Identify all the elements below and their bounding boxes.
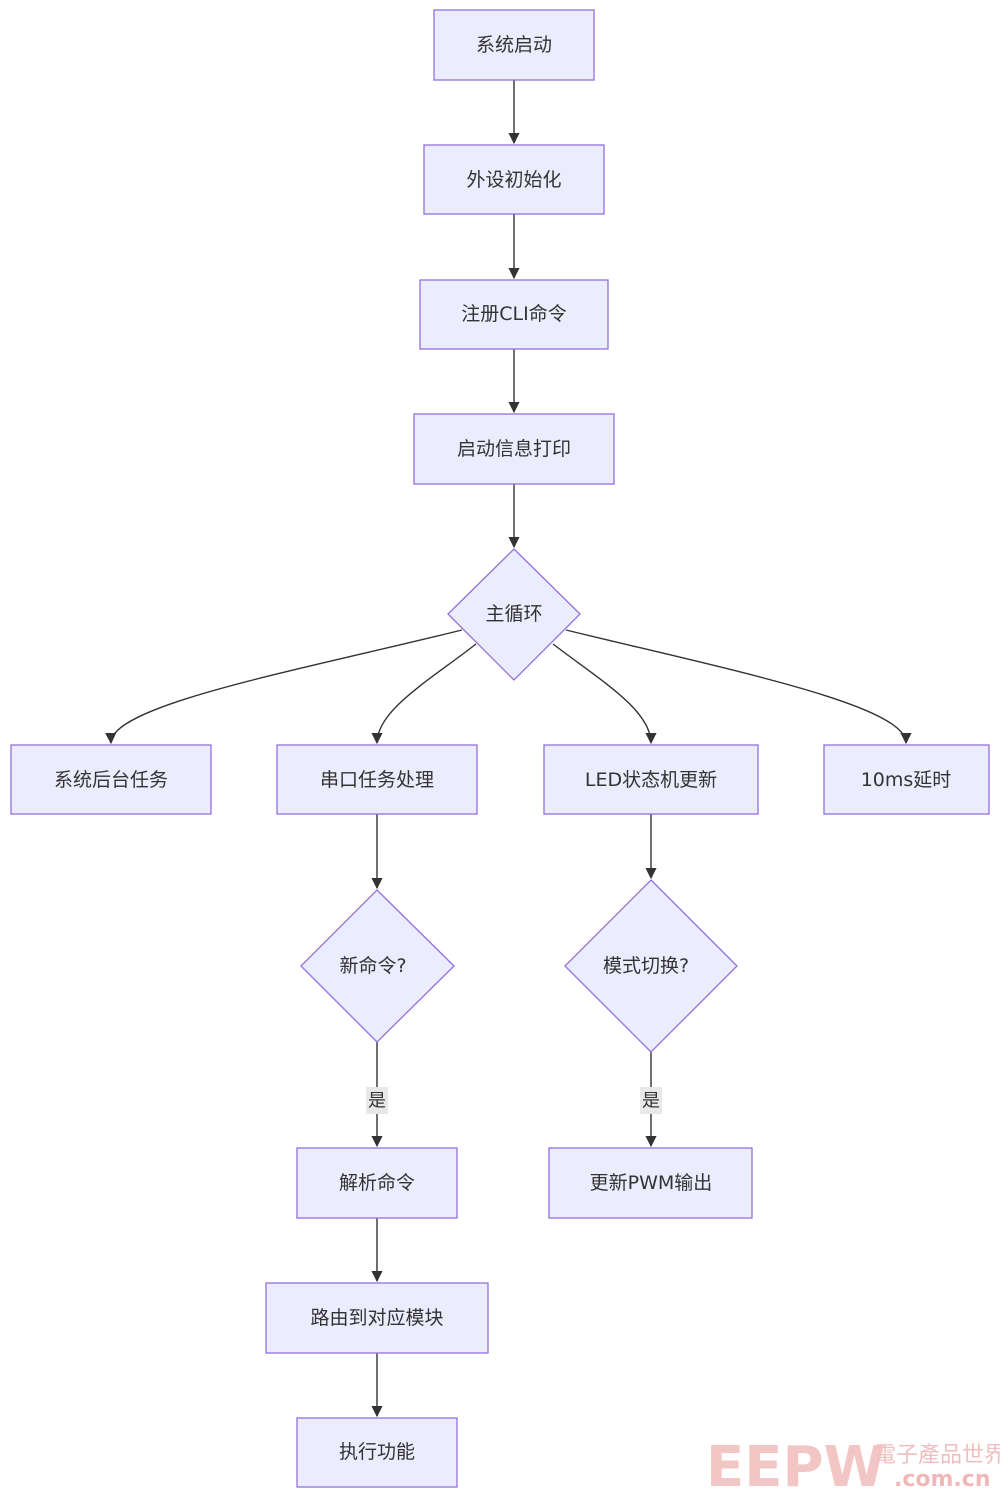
svg-text:启动信息打印: 启动信息打印 <box>457 438 571 460</box>
svg-text:新命令?: 新命令? <box>339 955 406 977</box>
edge-loop-delay <box>565 629 912 745</box>
svg-text:EEPW: EEPW <box>706 1435 885 1498</box>
edge-label-mode-switch-yes: 是 <box>640 1087 662 1114</box>
node-register: 注册CLI命令 <box>419 279 609 350</box>
node-uart: 串口任务处理 <box>276 744 478 815</box>
node-parse: 解析命令 <box>296 1147 458 1219</box>
svg-text:路由到对应模块: 路由到对应模块 <box>310 1307 443 1329</box>
svg-text:電子產品世界: 電子產品世界 <box>874 1443 1000 1468</box>
svg-text:解析命令: 解析命令 <box>339 1172 415 1194</box>
edge-label-new-cmd-yes: 是 <box>366 1087 388 1114</box>
node-route: 路由到对应模块 <box>265 1282 489 1354</box>
edge-loop-led <box>552 643 657 745</box>
eepw-watermark-logo: EEPW 電子產品世界 .com.cn <box>706 1435 1000 1498</box>
node-led: LED状态机更新 <box>543 744 759 815</box>
svg-text:系统后台任务: 系统后台任务 <box>54 769 168 791</box>
node-background: 系统后台任务 <box>10 744 212 815</box>
decision-main-loop: 主循环 <box>447 548 581 681</box>
svg-text:LED状态机更新: LED状态机更新 <box>585 769 717 791</box>
svg-text:10ms延时: 10ms延时 <box>861 769 952 791</box>
svg-text:是: 是 <box>368 1091 386 1112</box>
node-banner: 启动信息打印 <box>413 413 615 485</box>
node-pwm: 更新PWM输出 <box>548 1147 753 1219</box>
svg-text:模式切换?: 模式切换? <box>603 955 689 977</box>
svg-text:主循环: 主循环 <box>485 603 542 625</box>
svg-text:执行功能: 执行功能 <box>339 1441 415 1463</box>
svg-text:串口任务处理: 串口任务处理 <box>320 769 434 791</box>
svg-text:是: 是 <box>642 1091 660 1112</box>
svg-text:系统启动: 系统启动 <box>476 34 552 56</box>
edge-loop-background <box>105 629 463 745</box>
node-execute: 执行功能 <box>296 1417 458 1488</box>
svg-text:更新PWM输出: 更新PWM输出 <box>590 1172 713 1194</box>
decision-new-command: 新命令? <box>300 889 455 1043</box>
node-delay: 10ms延时 <box>823 744 990 815</box>
node-start: 系统启动 <box>433 9 595 81</box>
svg-text:注册CLI命令: 注册CLI命令 <box>461 303 566 325</box>
edge-loop-uart <box>371 643 477 745</box>
edges <box>105 80 912 1418</box>
node-init: 外设初始化 <box>423 144 605 215</box>
svg-text:.com.cn: .com.cn <box>894 1467 991 1492</box>
decision-mode-switch: 模式切换? <box>564 879 738 1053</box>
svg-text:外设初始化: 外设初始化 <box>466 169 561 191</box>
